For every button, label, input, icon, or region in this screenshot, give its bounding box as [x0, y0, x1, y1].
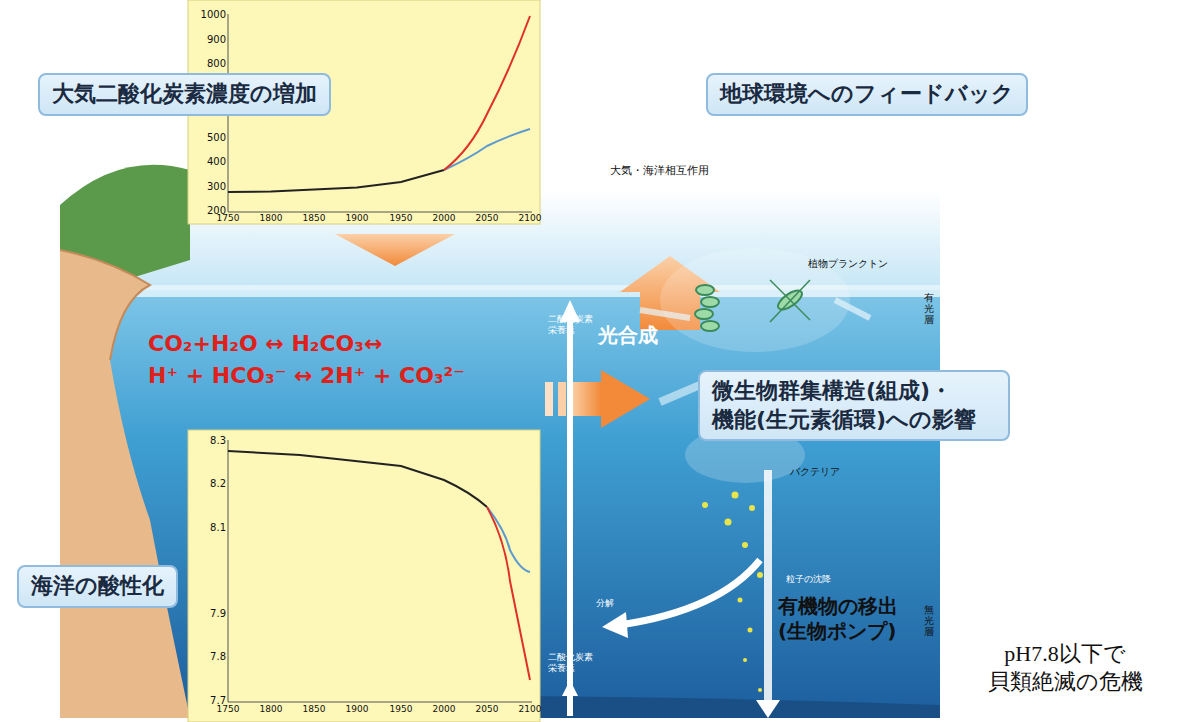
axis-tick: 1750	[208, 213, 248, 224]
annotation: 粒子の沈降	[786, 574, 831, 585]
axis-tick: 1950	[381, 213, 421, 224]
annotation: 分解	[596, 598, 614, 609]
annotation: 二酸化炭素 栄養塩	[548, 652, 608, 675]
axis-tick: 800	[196, 58, 226, 71]
axis-tick: 2100	[510, 213, 550, 224]
axis-tick: 2000	[424, 704, 464, 715]
axis-tick: 1900	[337, 213, 377, 224]
axis-tick: 1850	[294, 213, 334, 224]
axis-tick: 8.3	[196, 435, 226, 448]
annotation: 光合成	[598, 323, 658, 348]
axis-tick: 400	[196, 156, 226, 169]
annotation: バクテリア	[790, 466, 840, 479]
box-text: 地球環境へのフィードバック	[720, 80, 1014, 109]
axis-tick: 2050	[467, 213, 507, 224]
label-box: 微生物群集構造(組成)・ 機能(生元素循環)への影響	[698, 370, 1010, 441]
box-text: 大気二酸化炭素濃度の増加	[52, 80, 317, 109]
annotation: pH7.8以下で 貝類絶滅の危機	[955, 640, 1175, 695]
axis-tick: 1750	[208, 704, 248, 715]
axis-tick: 300	[196, 181, 226, 194]
axis-tick: 1900	[337, 704, 377, 715]
label-box: 大気二酸化炭素濃度の増加	[38, 73, 331, 116]
chemical-equation: H⁺ + HCO₃⁻ ↔ 2H⁺ + CO₃²⁻	[148, 362, 465, 390]
annotation: 植物プランクトン	[808, 258, 888, 271]
axis-tick: 1800	[251, 704, 291, 715]
label-box: 海洋の酸性化	[17, 565, 178, 608]
axis-tick: 2100	[510, 704, 550, 715]
axis-tick: 7.8	[196, 651, 226, 664]
axis-tick: 8.1	[196, 522, 226, 535]
annotation: 大気・海洋相互作用	[610, 164, 709, 178]
chemical-equation: CO₂+H₂O ↔ H₂CO₃↔	[148, 330, 382, 358]
box-text: 海洋の酸性化	[31, 572, 164, 601]
axis-tick: 1000	[196, 9, 226, 22]
axis-tick: 2050	[467, 704, 507, 715]
axis-tick: 1800	[251, 213, 291, 224]
annotation: 有機物の移出 (生物ポンプ)	[778, 594, 928, 644]
box-text: 微生物群集構造(組成)・ 機能(生元素循環)への影響	[712, 377, 996, 434]
annotation: 無光層	[924, 604, 934, 637]
axis-tick: 7.9	[196, 608, 226, 621]
axis-tick: 8.2	[196, 478, 226, 491]
label-box: 地球環境へのフィードバック	[706, 73, 1028, 116]
axis-tick: 900	[196, 34, 226, 47]
axis-tick: 500	[196, 132, 226, 145]
axis-tick: 1950	[381, 704, 421, 715]
axis-tick: 2000	[424, 213, 464, 224]
axis-tick: 1850	[294, 704, 334, 715]
annotation: 有光層	[924, 292, 934, 325]
